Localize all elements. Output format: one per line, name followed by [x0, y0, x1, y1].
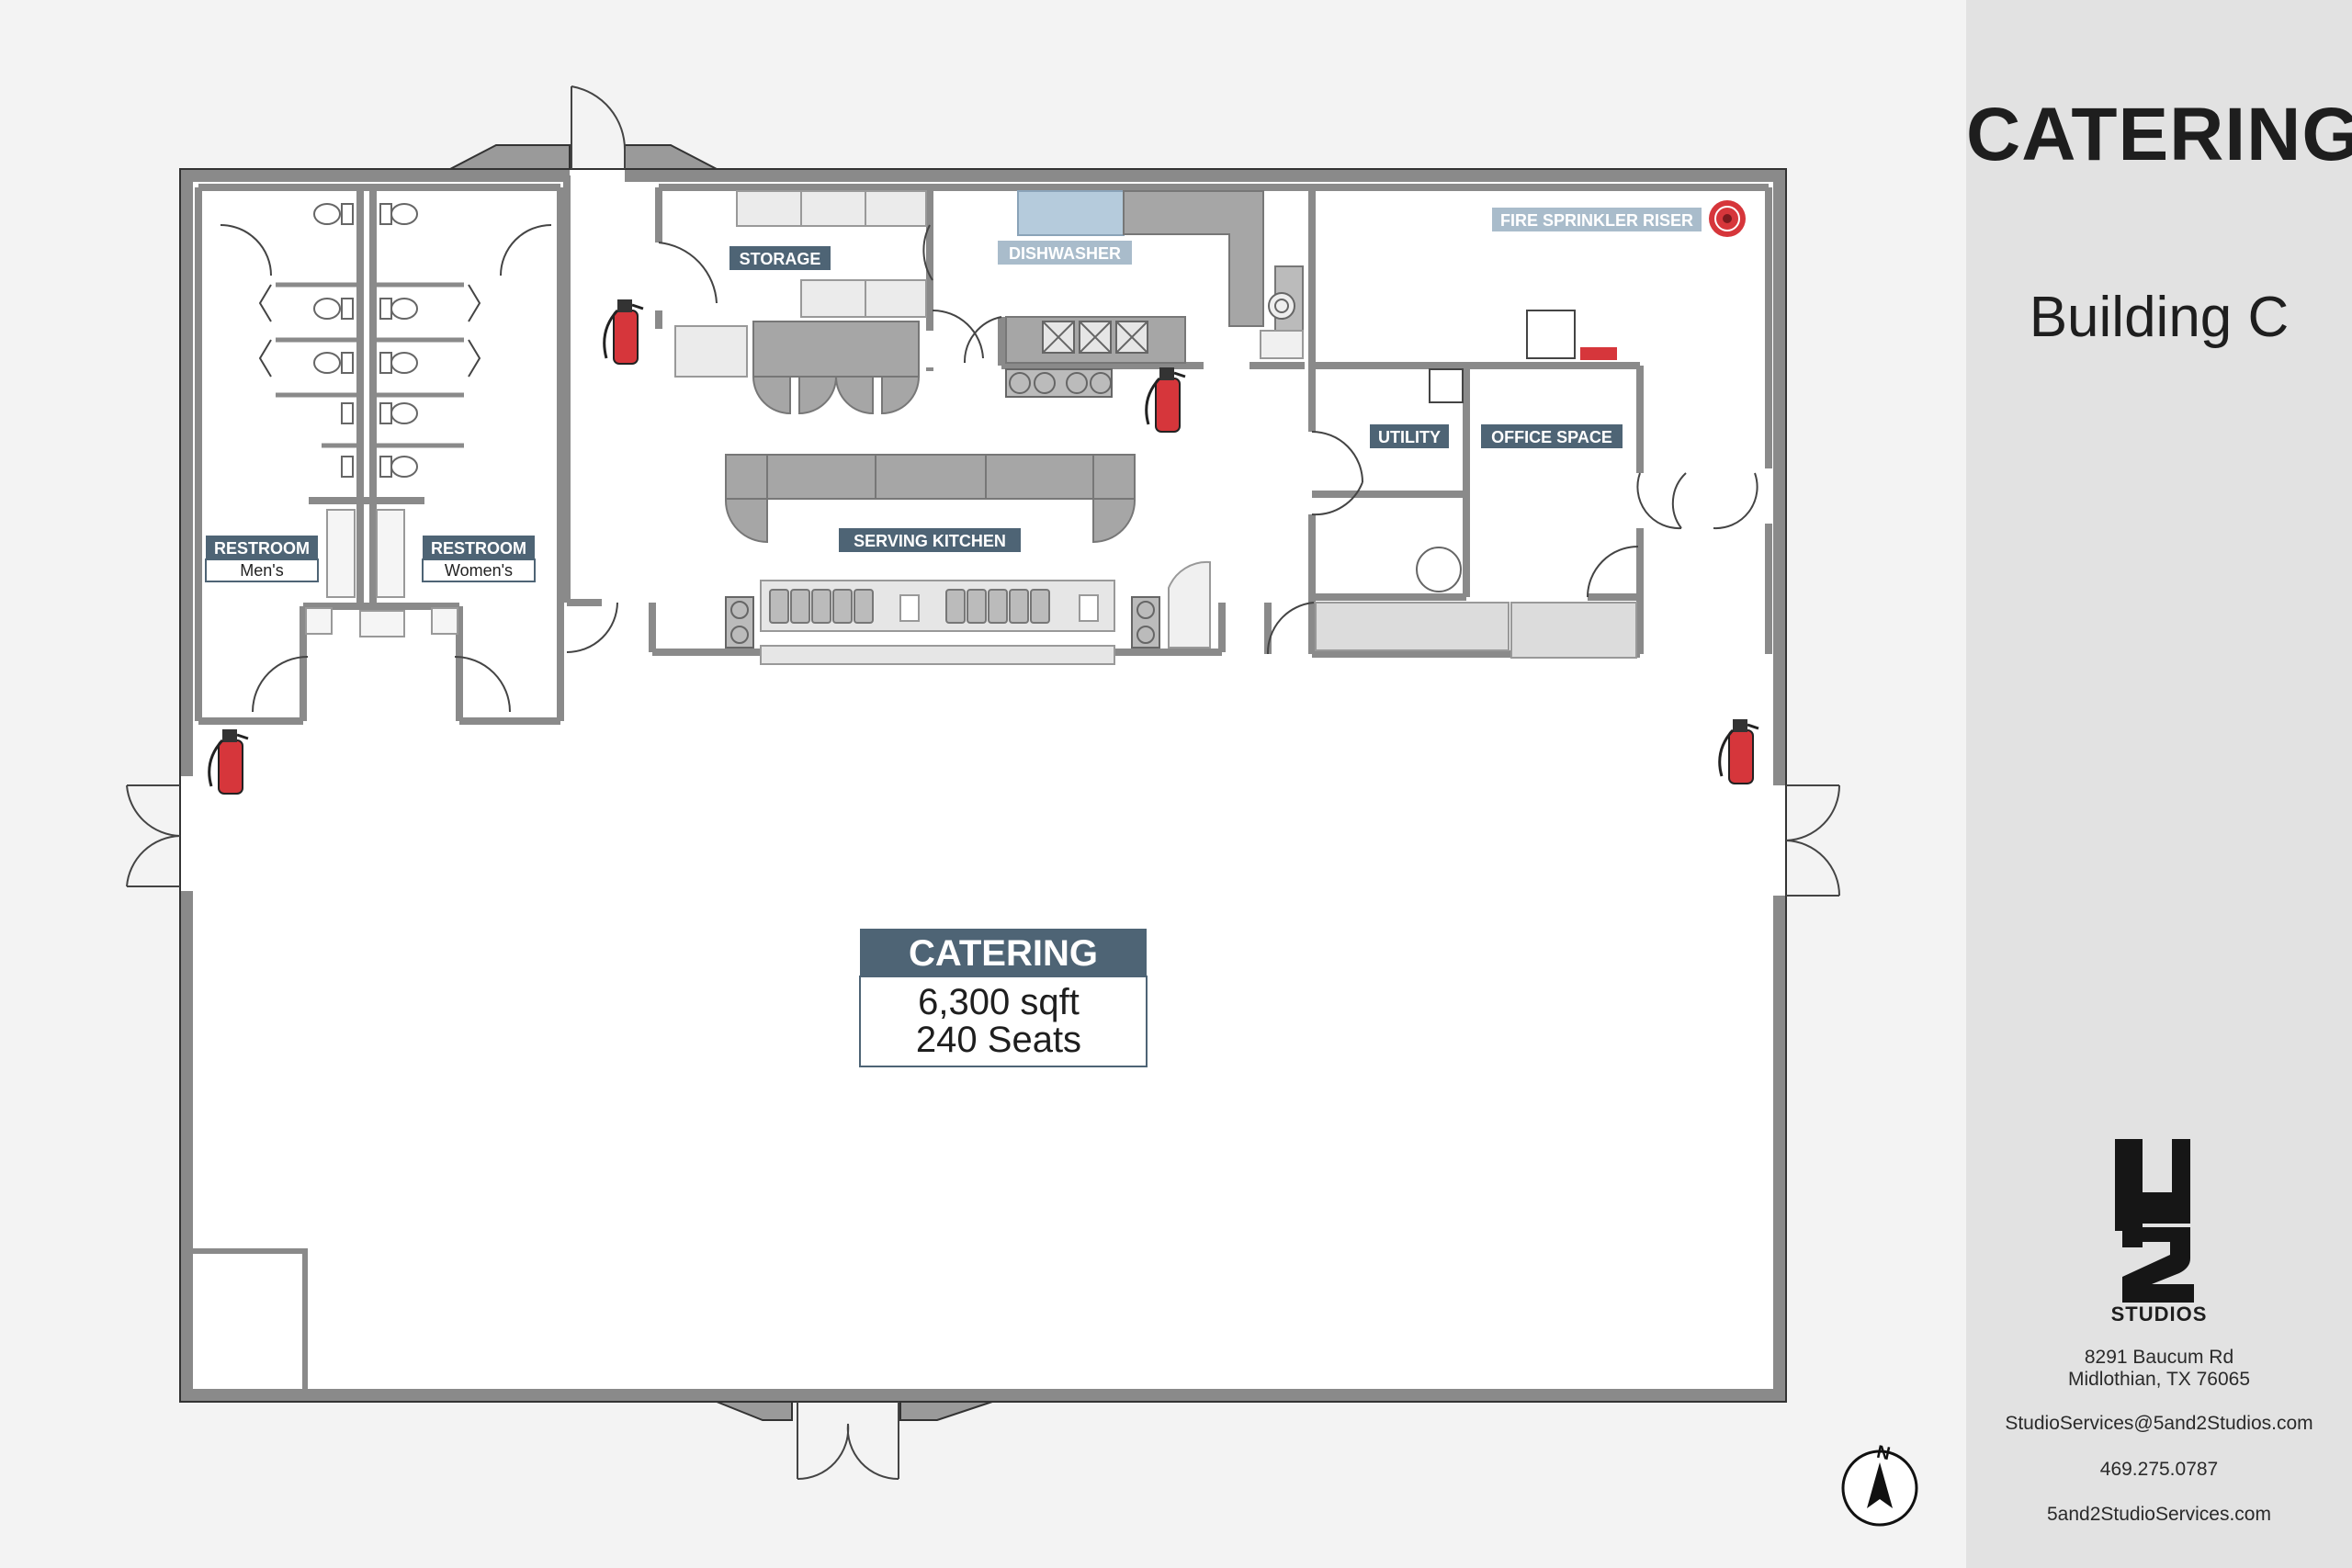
phone-number: 469.275.0787: [2099, 1459, 2219, 1480]
storage-label: STORAGE: [740, 250, 821, 268]
toilets: [313, 203, 418, 478]
office-counters: [1315, 602, 1637, 659]
website-link[interactable]: 5and2StudioServices.com: [2047, 1504, 2271, 1525]
email-link[interactable]: StudioServices@5and2Studios.com: [2005, 1413, 2313, 1434]
fire-riser-label: FIRE SPRINKLER RISER: [1500, 211, 1693, 230]
dishwasher-label: DISHWASHER: [1009, 244, 1121, 263]
fire-extinguisher-icon: [603, 299, 644, 365]
storage-label-bg: [729, 246, 831, 270]
sidebar-subtitle: Building C: [2029, 286, 2290, 349]
main-hall-name: CATERING: [909, 933, 1098, 974]
dish-counter: [1123, 190, 1264, 327]
exterior-doors: [126, 784, 1840, 1481]
restroom-women-label: RESTROOM: [431, 539, 526, 558]
kitchen-walls: [563, 175, 1772, 658]
fire-extinguisher-icon: [1718, 719, 1759, 784]
restroom-men-label: RESTROOM: [214, 539, 310, 558]
dishwasher-unit: [1017, 190, 1125, 236]
compass-icon: N: [1841, 1442, 1918, 1527]
address-line-1: 8291 Baucum Rd: [2084, 1347, 2234, 1368]
main-hall-seats: 240 Seats: [916, 1020, 1081, 1060]
office-label: OFFICE SPACE: [1491, 428, 1612, 446]
restroom-women-sublabel: Women's: [445, 561, 513, 580]
5and2-logo: [2115, 1139, 2194, 1303]
logo-text: STUDIOS: [2110, 1303, 2208, 1325]
fire-extinguisher-icon: [208, 729, 249, 795]
fire-extinguisher-icon: [1145, 367, 1186, 433]
restroom-walls: [195, 184, 564, 725]
utility-label: UTILITY: [1378, 428, 1441, 446]
compass-label: N: [1875, 1442, 1893, 1465]
floor-plan: STORAGE DISHWASHER FIRE SPRINKLER RISER …: [126, 85, 1918, 1527]
sidebar-title: CATERING: [1966, 93, 2352, 176]
info-sidebar: CATERING Building C STUDIOS 8291 Baucum …: [1966, 0, 2352, 1568]
outer-walls: [180, 169, 1786, 1402]
restroom-men-sublabel: Men's: [240, 561, 283, 580]
fire-riser-icon: [1709, 200, 1746, 237]
water-heater: [1416, 547, 1462, 592]
main-hall-label: CATERING 6,300 sqft 240 Seats: [859, 929, 1148, 1067]
address-line-2: Midlothian, TX 76065: [2067, 1369, 2251, 1390]
serving-line: [725, 454, 1136, 544]
building-floor: [180, 169, 1786, 1402]
stock-pots: [1005, 368, 1113, 398]
serving-kitchen-label: SERVING KITCHEN: [854, 532, 1006, 550]
walk-in-cooler: [752, 321, 921, 415]
main-hall-area: 6,300 sqft: [918, 982, 1080, 1022]
storage-shelves: [674, 190, 927, 378]
